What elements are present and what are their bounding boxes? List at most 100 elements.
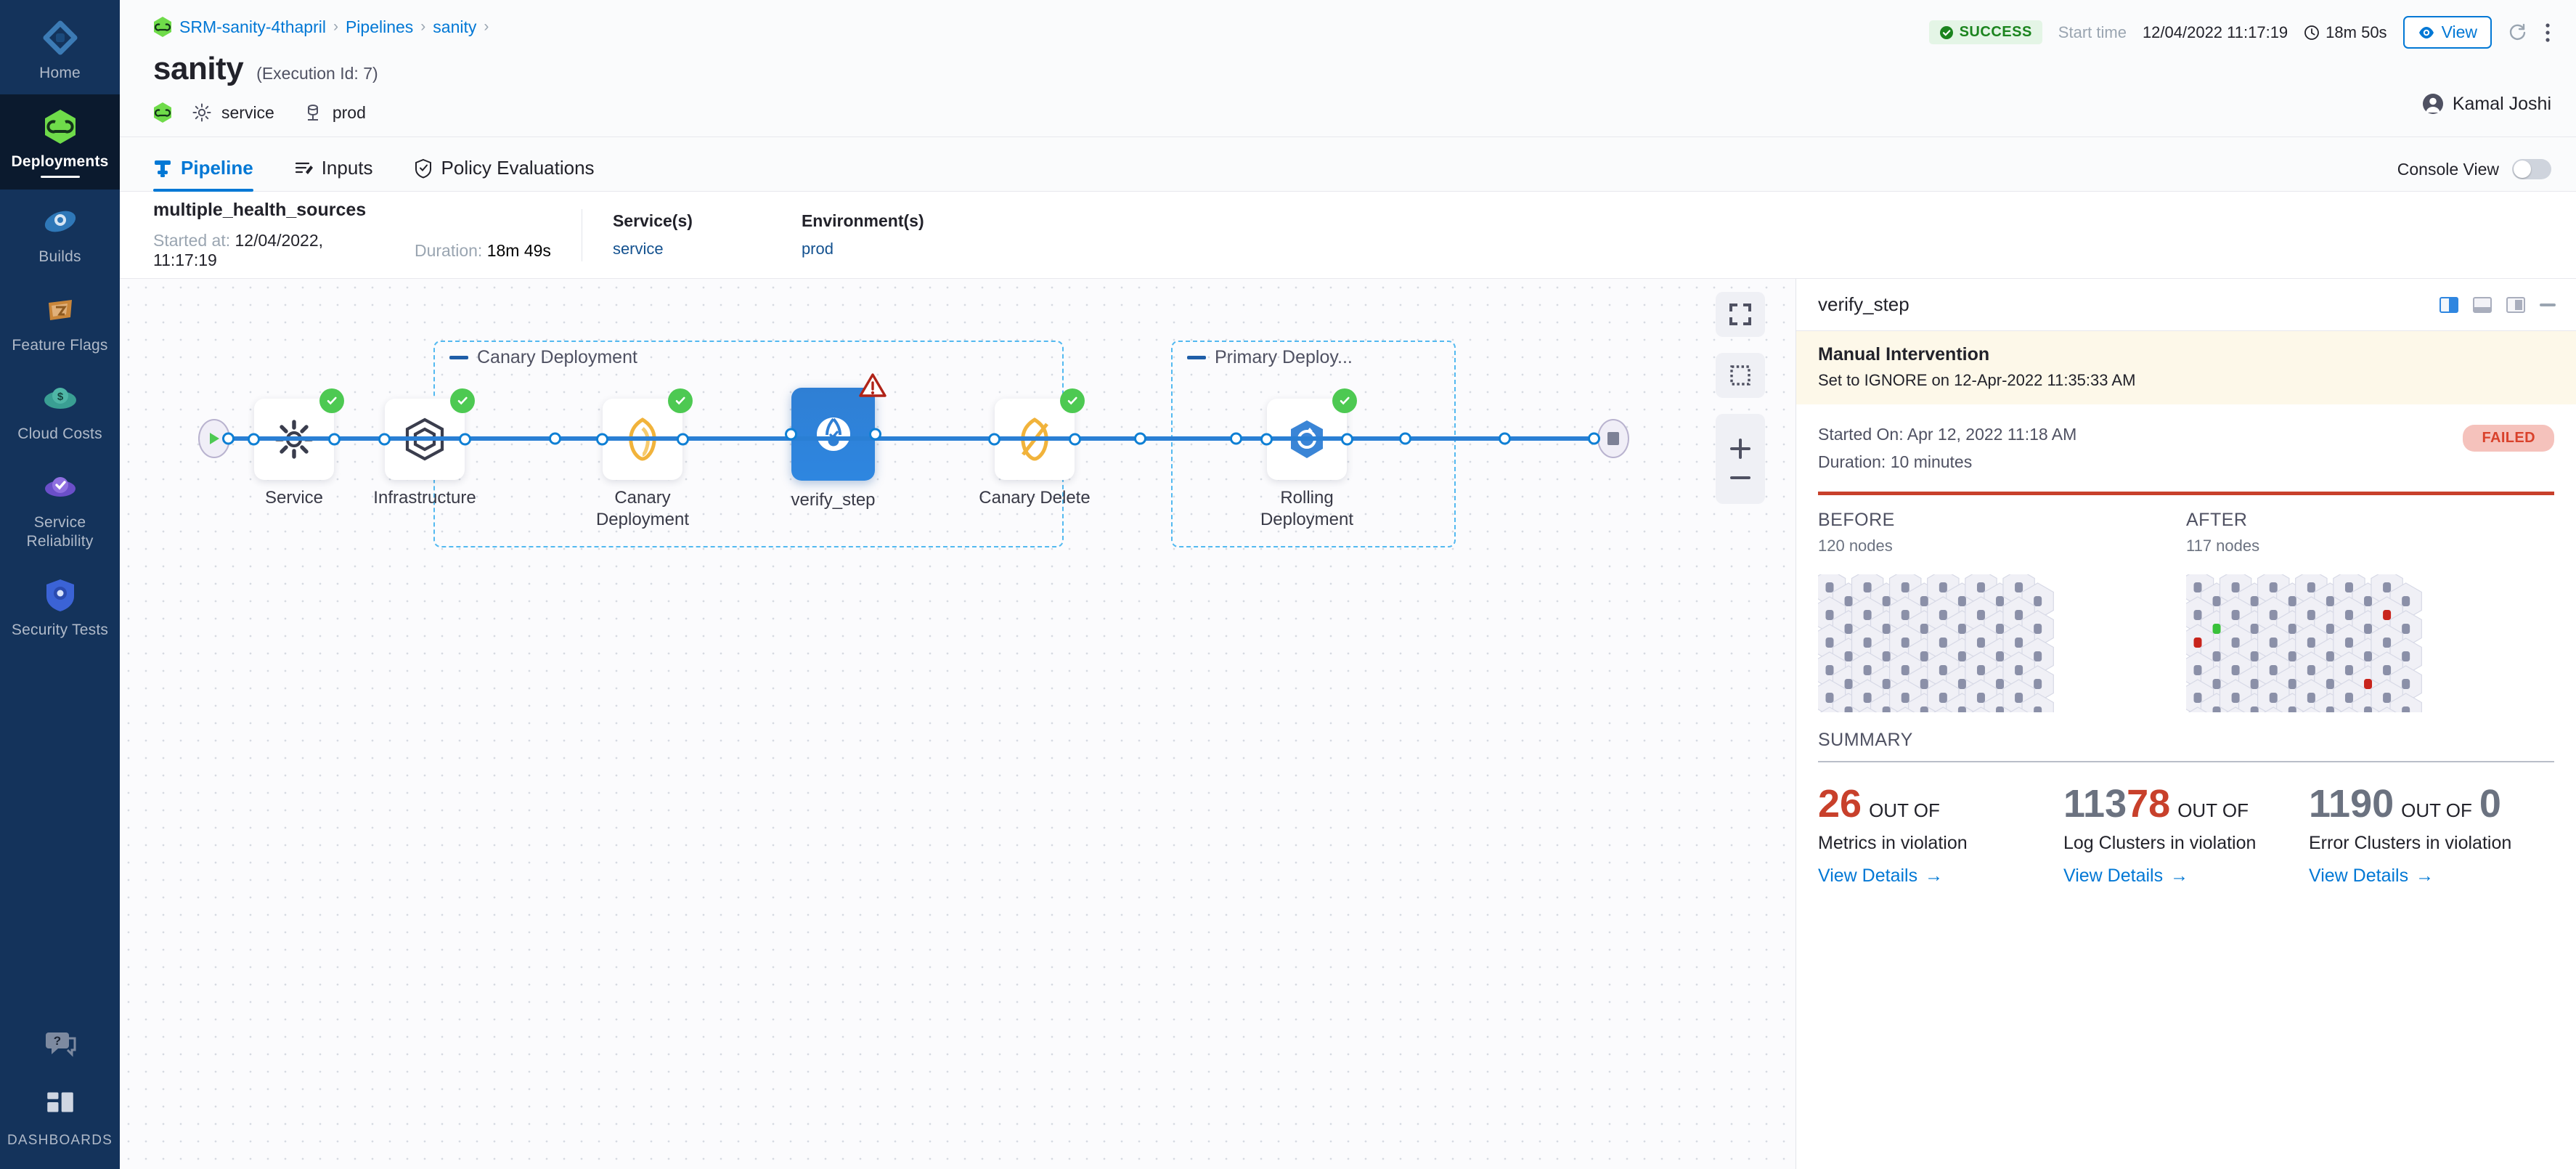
summary-description: Log Clusters in violation <box>2063 833 2257 853</box>
arrow-right-icon: → <box>2416 865 2434 886</box>
page-title: sanity <box>153 51 244 86</box>
page-header: SRM-sanity-4thapril › Pipelines › sanity… <box>120 0 2576 137</box>
summary-out-of-label: OUT OF <box>2177 799 2249 821</box>
split-bottom-layout-button[interactable] <box>2473 296 2492 313</box>
sidebar-item-deployments[interactable]: Deployments <box>0 94 120 190</box>
select-area-button[interactable] <box>1716 353 1765 398</box>
breadcrumb-item-project[interactable]: SRM-sanity-4thapril <box>179 17 326 36</box>
play-icon <box>210 433 219 444</box>
detail-panel-tools <box>2440 296 2556 313</box>
minus-icon[interactable] <box>1728 474 1753 481</box>
stage-group-label-canary: Canary Deployment <box>449 347 637 368</box>
graph-port <box>1399 432 1411 445</box>
eye-icon <box>2418 26 2434 38</box>
services-value[interactable]: service <box>612 240 664 258</box>
infrastructure-hex-icon <box>405 418 444 461</box>
environments-block: Environment(s) prod <box>802 211 990 258</box>
tab-pipeline[interactable]: Pipeline <box>153 157 253 192</box>
node-port-out <box>869 428 881 441</box>
sidebar-item-service-reliability[interactable]: Service Reliability <box>0 455 120 563</box>
toggle-knob <box>2514 160 2531 178</box>
graph-port <box>1588 432 1600 445</box>
view-details-link-log-clusters[interactable]: View Details → <box>2063 865 2188 887</box>
node-port-in <box>988 433 1000 446</box>
node-box[interactable] <box>791 388 875 481</box>
view-button[interactable]: View <box>2402 16 2492 49</box>
environments-value[interactable]: prod <box>801 240 833 258</box>
harness-hex-icon <box>153 16 172 38</box>
zoom-buttons[interactable] <box>1716 414 1765 504</box>
sidebar-item-builds[interactable]: Builds <box>0 190 120 278</box>
start-time-value: 12/04/2022 11:17:19 <box>2142 23 2288 41</box>
sidebar-item-home[interactable]: Home <box>0 6 120 94</box>
tab-inputs[interactable]: Inputs <box>294 157 373 191</box>
node-port-out <box>328 433 341 446</box>
before-column: BEFORE 120 nodes <box>1818 510 2186 712</box>
node-status-success-icon <box>1332 388 1357 413</box>
summary-numerator: 1190 <box>2309 782 2394 826</box>
detail-panel-header: verify_step <box>1796 279 2576 331</box>
summary-numerator: 78 <box>2127 782 2171 826</box>
summary-columns: 26 OUT OF Metrics in violation View Deta… <box>1818 783 2554 887</box>
services-header: Service(s) <box>612 211 693 230</box>
summary-value-row: 11378 OUT OF <box>2063 783 2291 825</box>
float-layout-button[interactable] <box>2506 296 2525 313</box>
sidebar-item-security-tests[interactable]: Security Tests <box>0 563 120 651</box>
plus-icon[interactable] <box>1728 436 1753 461</box>
graph-port <box>1134 432 1146 445</box>
pipeline-graph-canvas[interactable]: Canary Deployment Primary Deploy... <box>120 279 1796 1169</box>
before-node-hex-grid[interactable] <box>1818 574 2159 712</box>
status-badge-label: SUCCESS <box>1959 24 2032 40</box>
tab-policy-evaluations[interactable]: Policy Evaluations <box>414 157 595 191</box>
verify-icon <box>816 418 850 451</box>
sidebar-help-button[interactable]: ? <box>0 1011 120 1073</box>
refresh-icon[interactable] <box>2508 23 2528 43</box>
duration-display: 18m 50s <box>2304 23 2387 42</box>
execution-started: Started at: 12/04/2022, 11:17:19 <box>153 231 371 270</box>
stage-group-primary-deployment[interactable] <box>1171 341 1456 547</box>
detail-started-on: Started On: Apr 12, 2022 11:18 AM <box>1818 425 2077 444</box>
node-port-out <box>1341 433 1353 446</box>
graph-end-node[interactable] <box>1597 419 1629 458</box>
after-node-hex-grid[interactable] <box>2186 574 2527 712</box>
minimize-panel-button[interactable] <box>2540 303 2556 306</box>
view-details-link-error-clusters[interactable]: View Details → <box>2309 865 2434 887</box>
sidebar-item-cloud-costs[interactable]: $ Cloud Costs <box>0 367 120 455</box>
stage-group-canary-deployment[interactable] <box>433 341 1064 547</box>
link-label: View Details <box>1818 865 1918 886</box>
view-details-link-metrics[interactable]: View Details → <box>1818 865 1943 887</box>
breadcrumb-item-pipelines[interactable]: Pipelines <box>345 17 414 36</box>
sidebar-item-feature-flags[interactable]: Feature Flags <box>0 278 120 367</box>
sidebar-item-label: Deployments <box>11 153 109 170</box>
node-status-success-icon <box>1060 388 1085 413</box>
summary-item-error-clusters: 1190 OUT OF 0 Error Clusters in violatio… <box>2309 783 2554 887</box>
split-right-layout-button[interactable] <box>2440 296 2458 313</box>
gear-icon <box>192 103 211 122</box>
summary-out-of-label: OUT OF <box>2401 799 2472 821</box>
sidebar-item-dashboards[interactable]: DASHBOARDS <box>0 1073 120 1169</box>
arrow-right-icon: → <box>1925 865 1944 886</box>
more-vertical-icon[interactable] <box>2544 22 2551 44</box>
breadcrumb-item-sanity[interactable]: sanity <box>433 17 477 36</box>
node-status-warning-icon <box>859 373 886 402</box>
service-reliability-icon <box>41 468 79 506</box>
fit-screen-icon <box>1729 304 1751 325</box>
left-sidebar: Home Deployments Builds <box>0 0 120 1169</box>
tab-label: Policy Evaluations <box>441 157 595 179</box>
graph-node-verify-step[interactable]: verify_step <box>785 373 886 510</box>
console-view-label: Console View <box>2397 159 2499 179</box>
node-port-out <box>677 433 689 446</box>
node-label: Service <box>264 488 324 508</box>
node-label: Rolling Deployment <box>1260 488 1354 529</box>
console-view-toggle[interactable] <box>2512 159 2551 179</box>
collapse-dash-icon[interactable] <box>449 356 468 359</box>
after-header: AFTER <box>2186 510 2248 530</box>
help-chat-icon: ? <box>41 1024 79 1062</box>
user-info[interactable]: Kamal Joshi <box>2422 93 2551 115</box>
main-area: SRM-sanity-4thapril › Pipelines › sanity… <box>120 0 2576 1169</box>
console-view-control: Console View <box>2397 159 2551 191</box>
fit-to-screen-button[interactable] <box>1716 292 1765 337</box>
before-node-count: 120 nodes <box>1818 537 1893 555</box>
collapse-dash-icon[interactable] <box>1187 356 1206 359</box>
